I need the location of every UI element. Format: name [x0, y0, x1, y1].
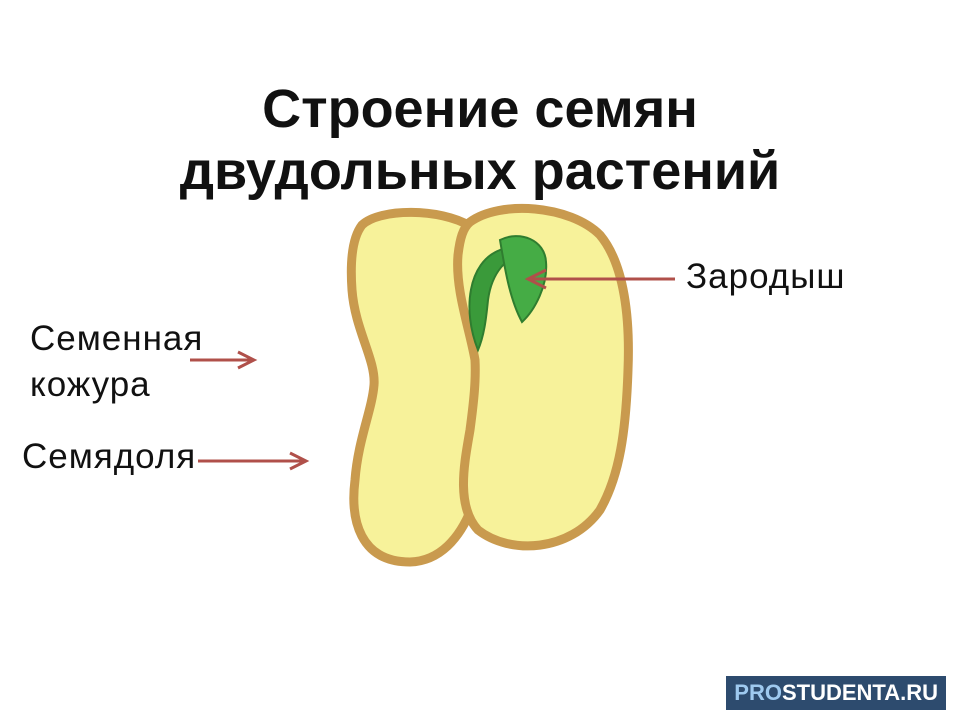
arrow-embryo [524, 268, 675, 290]
label-embryo: Зародыш [686, 257, 846, 296]
right-cotyledon [453, 203, 633, 551]
title-line-2: двудольных растений [179, 141, 781, 201]
watermark-part-1: PRO [734, 680, 782, 705]
title-line-1: Строение семян [262, 79, 698, 139]
watermark: PROSTUDENTA.RU [726, 676, 946, 710]
watermark-part-2: STUDENTA.RU [781, 680, 938, 705]
embryo-leaf [498, 235, 548, 324]
label-cotyledon: Семядоля [22, 437, 197, 476]
page-title: Строение семян двудольных растений [0, 78, 960, 202]
label-seed-coat: Семенная кожура [30, 319, 204, 404]
arrow-cotyledon [198, 451, 310, 471]
arrow-seed-coat [190, 350, 258, 370]
